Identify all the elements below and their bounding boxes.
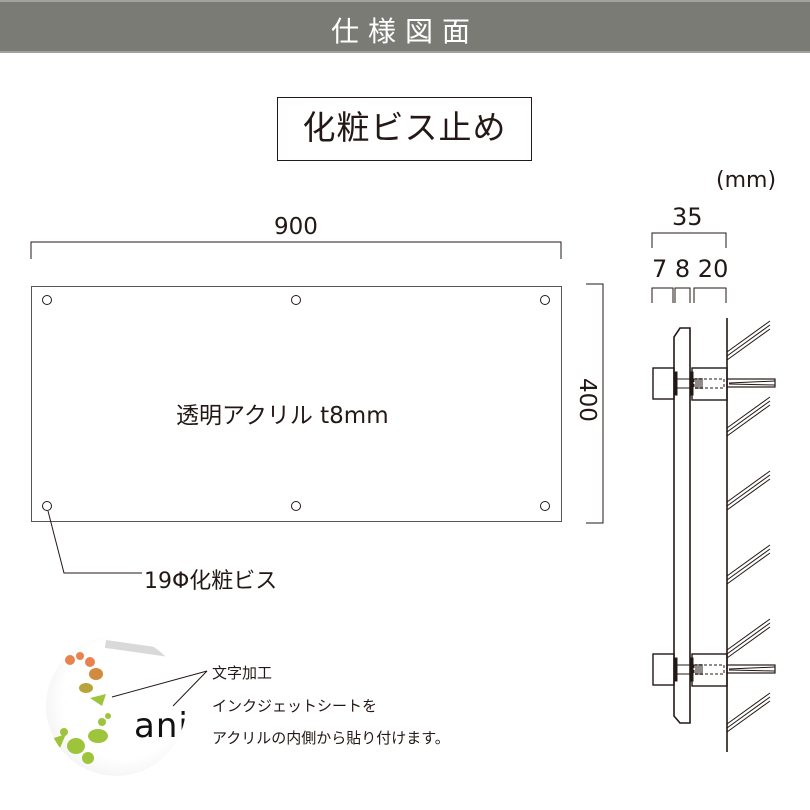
material-label: 透明アクリル t8mm <box>176 403 389 429</box>
screw-hole-icon <box>42 501 52 511</box>
anchor-top <box>726 378 776 388</box>
depth-dimension-bracket <box>651 232 727 248</box>
sample-logo-text: ani <box>134 706 186 746</box>
width-dimension-bracket <box>30 241 562 259</box>
anchor-bottom <box>726 664 776 674</box>
header-bar: 仕様図面 <box>0 0 810 53</box>
depth-total-label: 35 <box>672 203 703 231</box>
screw-hole-icon <box>291 501 301 511</box>
acrylic-panel-side <box>673 327 691 724</box>
acrylic-panel-front <box>31 286 562 522</box>
screw-hole-icon <box>291 295 301 305</box>
print-note-title: 文字加工 <box>212 664 273 682</box>
depth-sub-labels: 7 8 20 <box>652 255 729 283</box>
width-dimension-label: 900 <box>274 214 318 240</box>
unit-label: (mm) <box>716 168 777 193</box>
screw-hole-icon <box>540 295 550 305</box>
screw-callout-label: 19Φ化粧ビス <box>144 569 278 594</box>
print-note-line2: アクリルの内側から貼り付けます。 <box>212 729 450 747</box>
screw-callout-leader <box>47 510 142 574</box>
height-dimension-bracket <box>586 283 604 524</box>
mounting-method-box: 化粧ビス止め <box>277 97 532 161</box>
wall-hatching <box>726 320 771 733</box>
paw-print-decoration-icon <box>48 640 186 764</box>
screw-hole-icon <box>540 501 550 511</box>
mounting-method-label: 化粧ビス止め <box>302 108 507 147</box>
print-note-line1: インクジェットシートを <box>212 697 378 715</box>
print-sample-image: ani <box>46 636 186 776</box>
page-title: 仕様図面 <box>330 15 479 48</box>
screw-hole-icon <box>42 295 52 305</box>
